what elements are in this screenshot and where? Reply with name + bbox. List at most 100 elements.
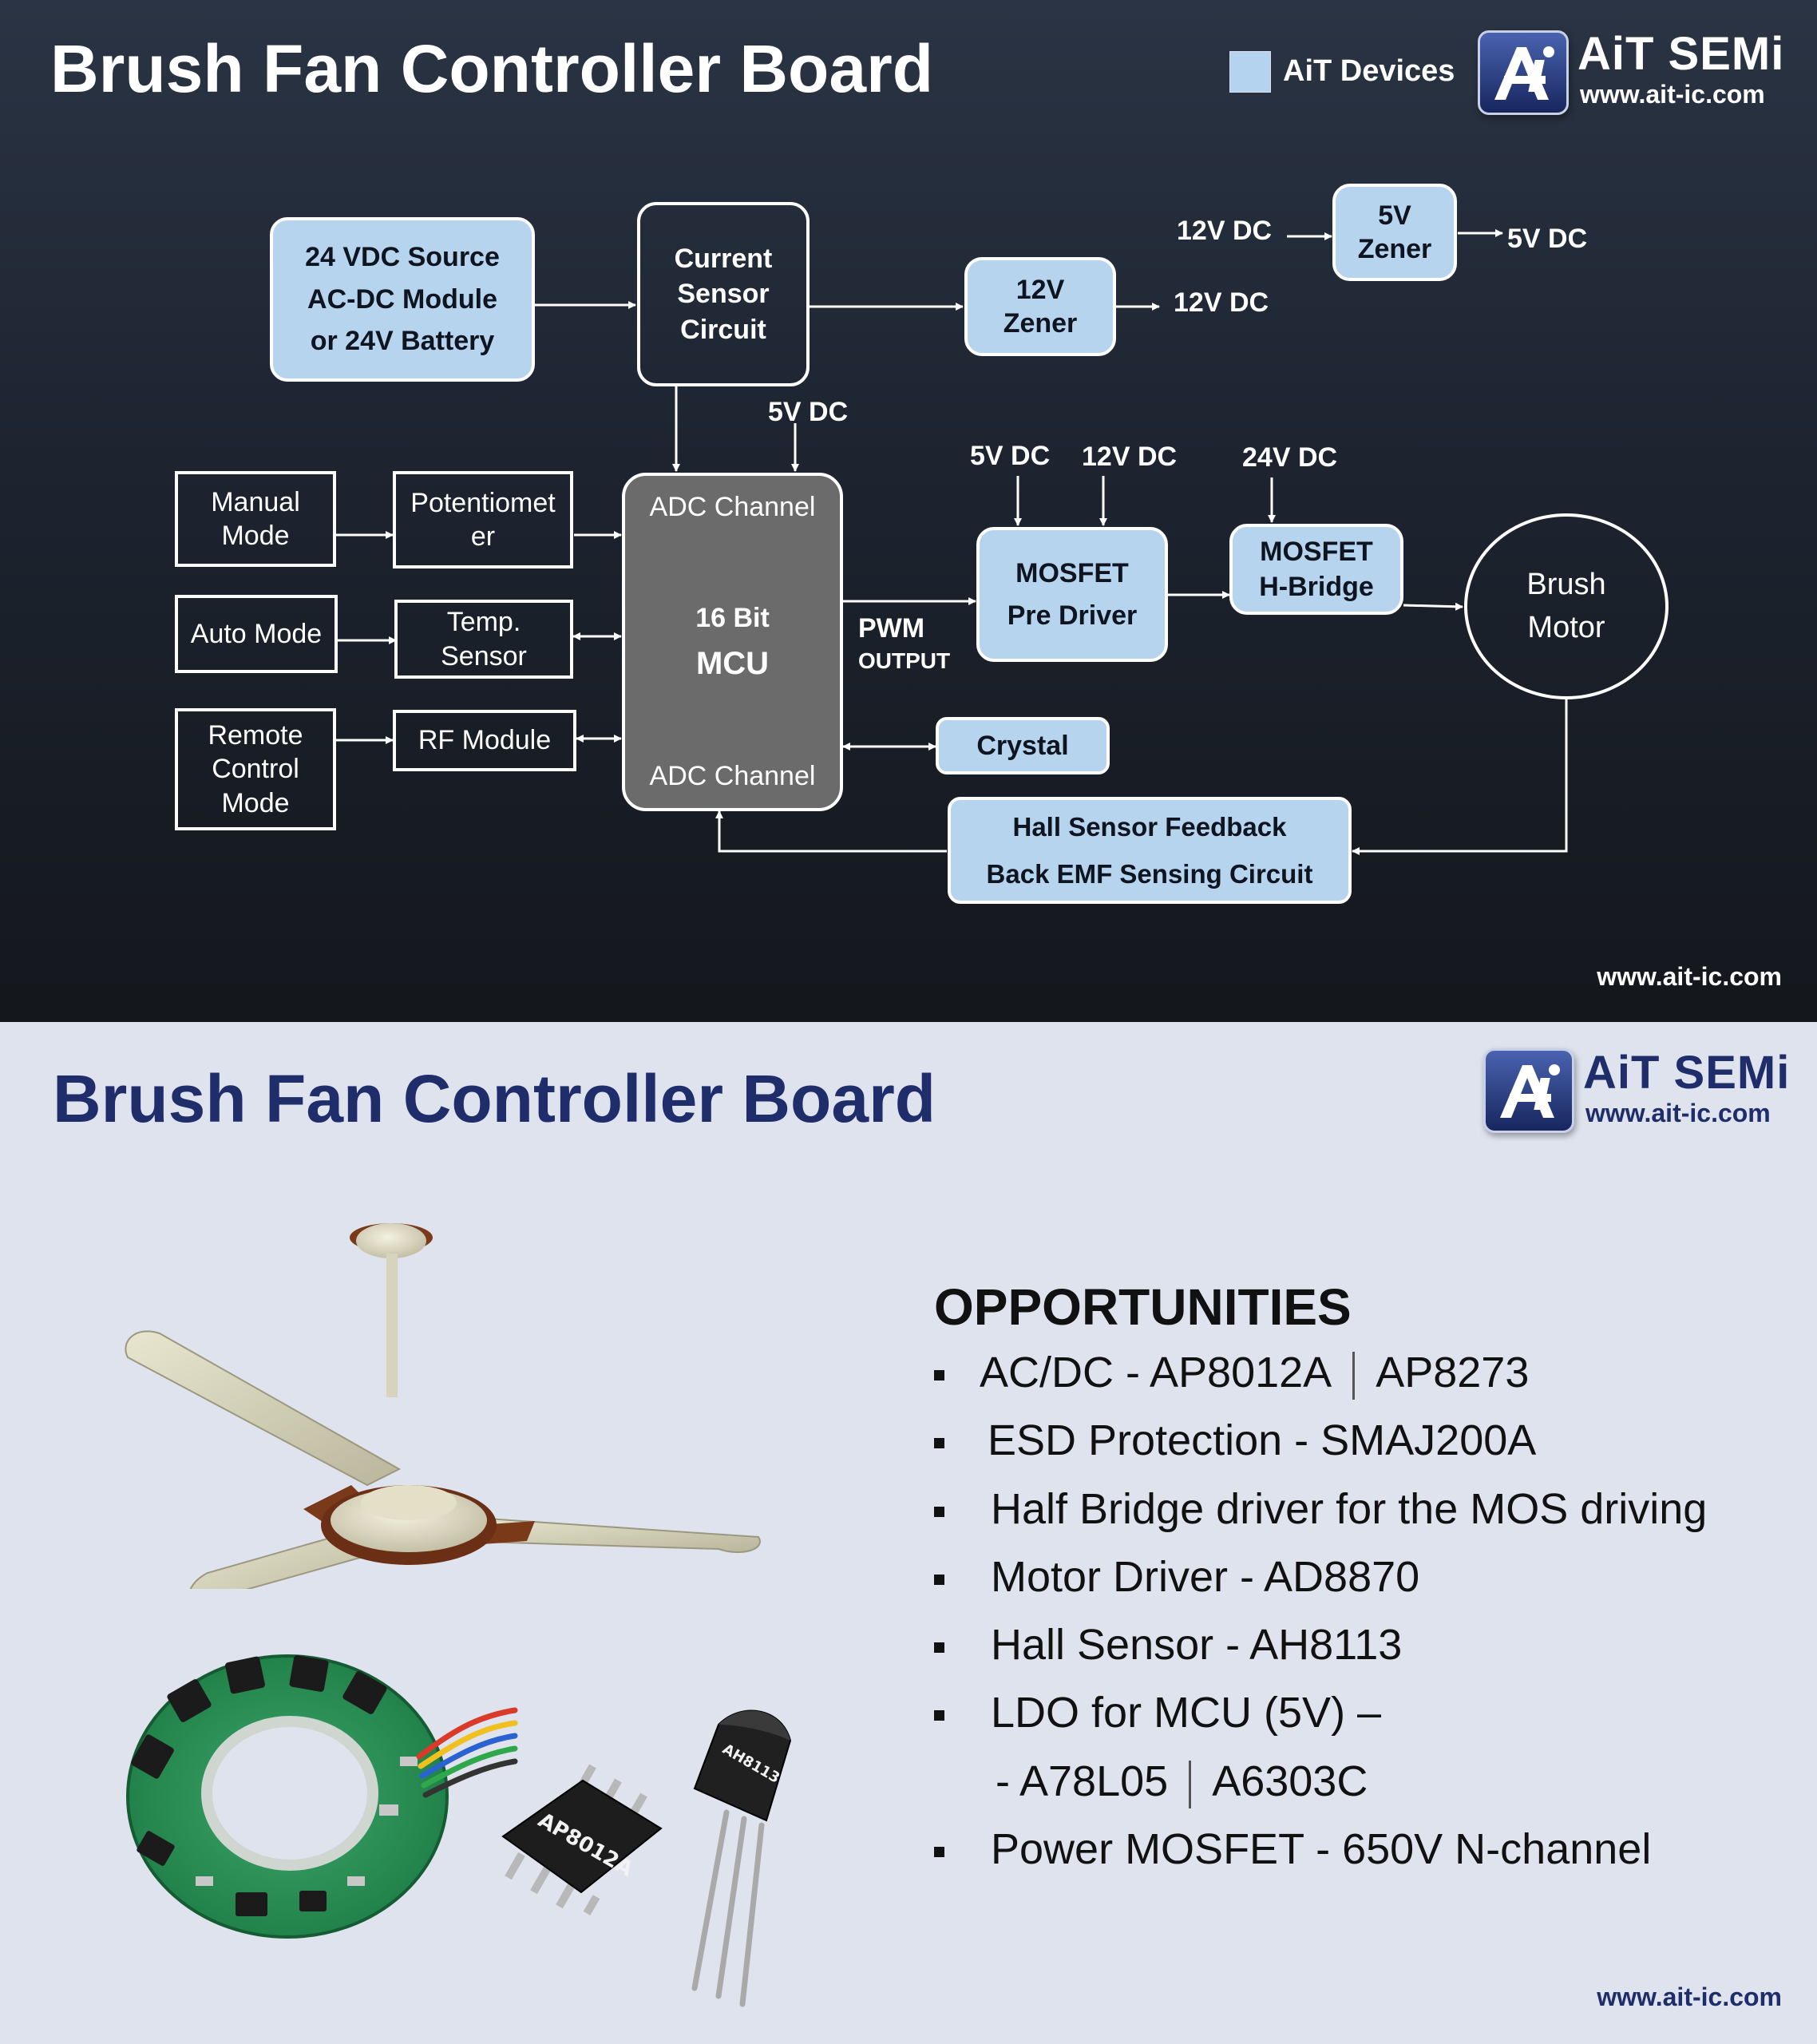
footer-url-bottom: www.ait-ic.com [1597, 1983, 1782, 2011]
remote-control-line3: Mode [221, 787, 290, 818]
label-5vdc-out: 5V DC [1507, 224, 1588, 254]
potentiometer-line2: er [470, 521, 496, 552]
remote-control-line1: Remote [208, 719, 303, 751]
crystal-label: Crystal [976, 730, 1069, 761]
opp-ldo: LDO for MCU (5V) – [991, 1689, 1382, 1737]
hall-line2: Back EMF Sensing Circuit [986, 859, 1313, 889]
opportunity-esd: ESD Protection - SMAJ200A [934, 1416, 1536, 1465]
auto-mode-label: Auto Mode [190, 618, 323, 649]
zener-5v-line2: Zener [1357, 234, 1432, 264]
separator [1189, 1760, 1192, 1808]
manual-mode-line1: Manual [211, 486, 300, 517]
label-5vdc-driver: 5V DC [970, 441, 1051, 471]
bullet-icon [934, 1507, 944, 1518]
opportunity-mosfet: Power MOSFET - 650V N-channel [934, 1824, 1651, 1874]
product-panel: Brush Fan Controller Board AiT SEMi www.… [0, 1022, 1817, 2044]
rf-module-block: RF Module [393, 710, 576, 771]
temp-sensor-line1: Temp. [446, 607, 521, 637]
diagram-wires [386, 229, 1503, 855]
bullet-icon [934, 1575, 944, 1586]
opp-ldo-part1: - A78L05 [996, 1757, 1169, 1805]
crystal-block: Crystal [936, 717, 1110, 774]
opportunity-hall: Hall Sensor - AH8113 [934, 1620, 1402, 1670]
hall-sensor-block: Hall Sensor Feedback Back EMF Sensing Ci… [948, 797, 1352, 904]
opportunities-title: OPPORTUNITIES [934, 1278, 1352, 1336]
zener-12v-block: 12V Zener [964, 257, 1116, 356]
legend-swatch [1229, 51, 1271, 93]
potentiometer-block: Potentiomet er [393, 471, 573, 568]
legend-label: AiT Devices [1283, 54, 1455, 88]
temp-sensor-block: Temp. Sensor [394, 600, 573, 679]
ait-logo-icon [1478, 30, 1569, 115]
opp-half-bridge: Half Bridge driver for the MOS driving [991, 1485, 1708, 1533]
pre-driver-line1: MOSFET [1015, 557, 1129, 588]
power-source-line2: AC-DC Module [307, 283, 497, 315]
manual-mode-line2: Mode [221, 521, 290, 551]
pcb-board-image [126, 1654, 518, 1939]
opp-hall: Hall Sensor - AH8113 [991, 1621, 1403, 1669]
zener-12v-line1: 12V [1015, 274, 1065, 305]
mcu-adc-top: ADC Channel [649, 492, 816, 522]
opp-ldo-part2: A6303C [1212, 1757, 1368, 1805]
label-5vdc-mcu: 5V DC [768, 397, 849, 427]
zener-5v-block: 5V Zener [1332, 184, 1457, 281]
bullet-icon [934, 1370, 944, 1381]
remote-control-line2: Control [212, 754, 299, 785]
h-bridge-line2: H-Bridge [1259, 572, 1374, 602]
opp-acdc-part2: AP8273 [1376, 1349, 1530, 1396]
brush-motor-block: Brush Motor [1464, 513, 1669, 699]
logo-url: www.ait-ic.com [1580, 80, 1765, 109]
ait-logo-icon-bottom [1483, 1048, 1574, 1133]
zener-5v-line1: 5V [1378, 200, 1411, 231]
power-source-line1: 24 VDC Source [305, 241, 500, 272]
separator [1352, 1351, 1356, 1400]
opportunity-ldo: LDO for MCU (5V) – [934, 1688, 1381, 1737]
current-sensor-line1: Current [674, 244, 773, 275]
motor-line1: Brush [1526, 568, 1606, 602]
auto-mode-block: Auto Mode [175, 595, 338, 673]
label-12vdc-in: 12V DC [1177, 216, 1273, 246]
power-source-block: 24 VDC Source AC-DC Module or 24V Batter… [270, 217, 535, 382]
label-12vdc-out: 12V DC [1174, 287, 1269, 318]
hall-line1: Hall Sensor Feedback [1012, 811, 1287, 842]
opp-mosfet: Power MOSFET - 650V N-channel [991, 1825, 1652, 1873]
remote-control-block: Remote Control Mode [175, 708, 336, 830]
opp-acdc-part1: AC/DC - AP8012A [980, 1349, 1332, 1396]
h-bridge-line1: MOSFET [1260, 536, 1373, 567]
bullet-icon [934, 1710, 944, 1721]
mcu-block: ADC Channel 16 Bit MCU ADC Channel [622, 473, 843, 811]
logo-wordmark-bottom: AiT SEMi [1583, 1047, 1791, 1099]
label-24vdc-hbridge: 24V DC [1242, 442, 1338, 473]
block-diagram-panel: Brush Fan Controller Board AiT Devices A… [0, 0, 1817, 1022]
opportunity-ldo-parts: - A78L05 A6303C [996, 1757, 1368, 1808]
chip-to92-image: AH8113 [691, 1709, 792, 2007]
zener-12v-line2: Zener [1003, 308, 1078, 339]
logo-wordmark: AiT SEMi [1578, 28, 1785, 80]
mosfet-pre-driver-block: MOSFET Pre Driver [976, 527, 1168, 662]
mcu-name: MCU [695, 646, 770, 682]
bullet-icon [934, 1847, 944, 1858]
chip-soic-image: AP8012A [501, 1764, 663, 1915]
opportunity-acdc: AC/DC - AP8012A AP8273 [934, 1348, 1529, 1400]
motor-line2: Motor [1527, 610, 1605, 644]
current-sensor-line3: Circuit [680, 314, 766, 345]
footer-url-top: www.ait-ic.com [1597, 962, 1782, 991]
bullet-icon [934, 1642, 944, 1654]
current-sensor-block: Current Sensor Circuit [637, 202, 810, 386]
pwm-output-label: OUTPUT [858, 648, 951, 673]
current-sensor-line2: Sensor [677, 279, 770, 310]
temp-sensor-line2: Sensor [441, 640, 527, 671]
page-title: Brush Fan Controller Board [50, 31, 934, 106]
mosfet-h-bridge-block: MOSFET H-Bridge [1229, 524, 1403, 615]
opp-esd: ESD Protection - SMAJ200A [988, 1416, 1537, 1464]
opp-motor-driver: Motor Driver - AD8870 [991, 1553, 1420, 1601]
mcu-bits: 16 Bit [695, 602, 770, 633]
opportunity-half-bridge: Half Bridge driver for the MOS driving [934, 1484, 1707, 1534]
potentiometer-line1: Potentiomet [410, 487, 556, 518]
bullet-icon [934, 1438, 944, 1449]
mcu-adc-bottom: ADC Channel [649, 760, 816, 791]
manual-mode-block: Manual Mode [175, 471, 336, 567]
power-source-line3: or 24V Battery [310, 326, 495, 357]
pre-driver-line2: Pre Driver [1007, 600, 1138, 631]
opportunity-motor-driver: Motor Driver - AD8870 [934, 1552, 1419, 1602]
